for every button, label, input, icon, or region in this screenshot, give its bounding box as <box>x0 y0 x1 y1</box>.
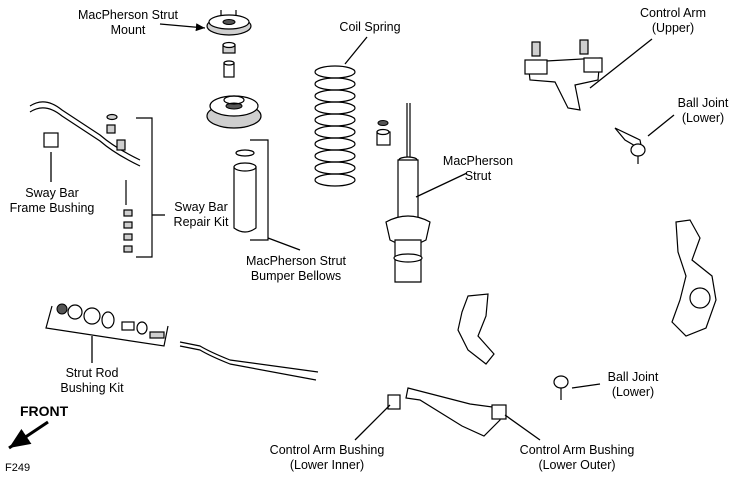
label-control-arm-bushing-outer: Control Arm Bushing (Lower Outer) <box>519 443 635 472</box>
strut-rod-kit-bracket <box>45 305 169 347</box>
ball-joint-top-drawing <box>614 127 646 164</box>
strut-rod-drawing <box>179 341 319 381</box>
label-bumper-bellows: MacPherson Strut Bumper Bellows <box>245 254 347 283</box>
label-sway-bar-frame-bushing: Sway Bar Frame Bushing <box>9 186 95 215</box>
label-ball-joint-bottom: Ball Joint (Lower) <box>607 370 659 399</box>
front-arrow-icon <box>8 420 49 450</box>
label-macpherson-strut: MacPherson Strut <box>442 154 514 183</box>
leader-bushing-outer <box>504 414 541 441</box>
leader-ball-joint-bottom <box>571 383 601 389</box>
control-arm-upper-drawing <box>524 39 603 111</box>
label-sway-bar-repair-kit: Sway Bar Repair Kit <box>173 200 229 229</box>
leader-strut-mount <box>159 23 206 32</box>
leader-bumper-bellows <box>267 237 301 251</box>
label-coil-spring: Coil Spring <box>339 20 401 34</box>
bumper-bellows-drawing <box>233 149 257 233</box>
sway-bar-drawing <box>29 101 141 253</box>
leader-bushing-inner <box>354 404 391 441</box>
label-strut-mount: MacPherson Strut Mount <box>77 8 179 37</box>
steering-knuckle-drawing <box>671 219 717 337</box>
coil-spring-drawing <box>314 65 356 187</box>
knuckle-middle-drawing <box>457 293 495 365</box>
label-control-arm-upper: Control Arm (Upper) <box>640 6 706 35</box>
leader-control-arm-upper <box>589 38 653 89</box>
strut-mount-drawing <box>206 10 262 129</box>
macpherson-strut-drawing <box>385 103 431 283</box>
leader-ball-joint-top <box>647 114 675 137</box>
strut-rod-bushing-parts-drawing <box>56 303 165 339</box>
figure-id: F249 <box>5 462 31 474</box>
leader-macpherson-strut <box>415 172 468 198</box>
front-label: FRONT <box>20 403 69 419</box>
strut-small-parts-drawing <box>376 120 391 146</box>
label-control-arm-bushing-inner: Control Arm Bushing (Lower Inner) <box>269 443 385 472</box>
leader-coil-spring <box>344 36 368 65</box>
sway-bar-kit-bracket <box>136 117 153 258</box>
label-ball-joint-top: Ball Joint (Lower) <box>677 96 729 125</box>
control-arm-lower-drawing <box>387 387 507 437</box>
ball-joint-bottom-drawing <box>553 375 569 400</box>
label-strut-rod-bushing-kit: Strut Rod Bushing Kit <box>60 366 124 395</box>
bumper-bellows-bracket <box>250 139 269 241</box>
